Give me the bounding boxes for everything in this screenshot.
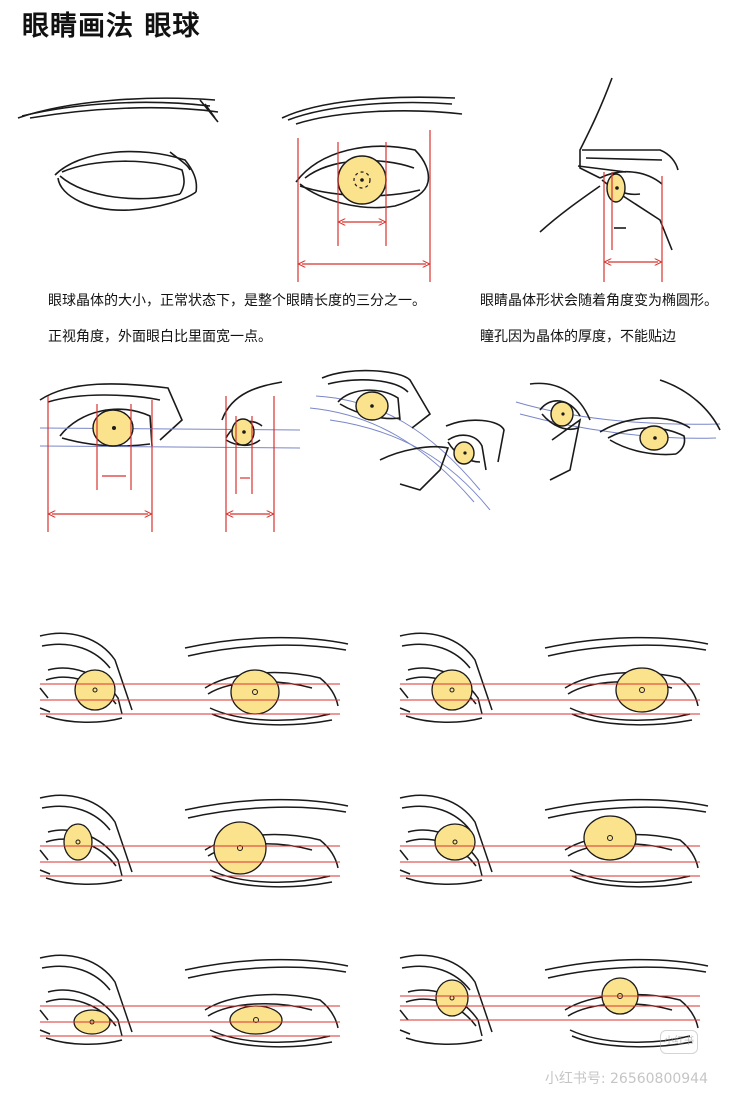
eye-pair-example <box>399 794 709 888</box>
eye-side-view-guide <box>539 77 679 282</box>
eye-pair-example <box>39 794 349 888</box>
eye-pair-example <box>399 954 709 1048</box>
eye-pair-example <box>39 632 349 726</box>
eye-front-proportion-guide <box>39 381 301 532</box>
eye-pair-example <box>39 954 349 1048</box>
eye-front-size-guide <box>281 96 463 282</box>
watermark-logo: 小红书 <box>660 1030 698 1054</box>
watermark-text: 小红书号: 26560800944 <box>544 1071 708 1087</box>
page-title: 眼睛画法 眼球 <box>22 11 201 42</box>
eye-tilted-perspective <box>309 369 505 511</box>
caption-shape-note: 眼睛晶体形状会随着角度变为椭圆形。 <box>480 293 718 309</box>
caption-pupil-note: 瞳孔因为晶体的厚度，不能贴边 <box>480 329 676 345</box>
caption-size-note: 眼球晶体的大小，正常状态下，是整个眼睛长度的三分之一。 <box>48 293 426 309</box>
eye-pair-example <box>399 632 709 726</box>
caption-front-note: 正视角度，外面眼白比里面宽一点。 <box>48 329 272 345</box>
eye-outline-no-iris <box>17 97 219 211</box>
eye-angled-downward-view <box>515 379 721 481</box>
